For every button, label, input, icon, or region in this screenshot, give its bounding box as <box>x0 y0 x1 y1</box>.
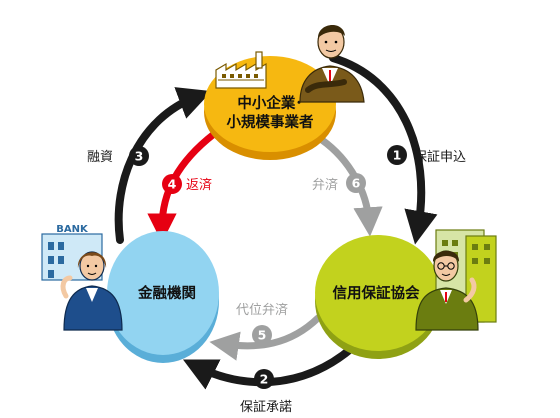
step-1-badge: 1 <box>387 145 407 165</box>
bank-clerk-icon <box>60 251 123 331</box>
guarantee-label: 信用保証協会 <box>333 284 420 302</box>
step-3-label: 融資 <box>87 150 113 165</box>
sme-label-line1: 中小企業･ <box>237 94 302 112</box>
guarantee-node: 信用保証協会 <box>315 235 441 359</box>
svg-text:6: 6 <box>352 176 361 191</box>
step-4-label: 返済 <box>186 177 212 193</box>
factory-icon <box>215 51 267 89</box>
arrow-step-2 <box>182 344 356 390</box>
svg-text:5: 5 <box>258 328 267 343</box>
guarantee-staff-icon <box>415 250 479 331</box>
step-3-badge: 3 <box>129 146 149 166</box>
step-6-badge: 6 <box>346 173 366 193</box>
step-6-label: 弁済 <box>312 177 338 193</box>
arrow-step-1 <box>329 54 438 245</box>
step-2-label: 保証承諾 <box>240 399 292 415</box>
step-5-badge: 5 <box>252 325 272 345</box>
businessman-icon <box>299 24 365 103</box>
step-5-label: 代位弁済 <box>236 302 288 318</box>
sme-label-line2: 小規模事業者 <box>227 113 314 131</box>
arrow-step-5 <box>209 314 322 361</box>
bank-node: 金融機関 <box>107 231 219 363</box>
bank-sign: BANK <box>56 224 89 235</box>
svg-text:4: 4 <box>168 177 177 192</box>
svg-text:1: 1 <box>393 148 402 163</box>
svg-text:3: 3 <box>135 149 144 164</box>
step-4-badge: 4 <box>162 174 182 194</box>
bank-label: 金融機関 <box>137 284 196 302</box>
step-1-label: 保証申込 <box>414 150 466 165</box>
step-2-badge: 2 <box>254 369 274 389</box>
svg-text:2: 2 <box>260 372 269 387</box>
